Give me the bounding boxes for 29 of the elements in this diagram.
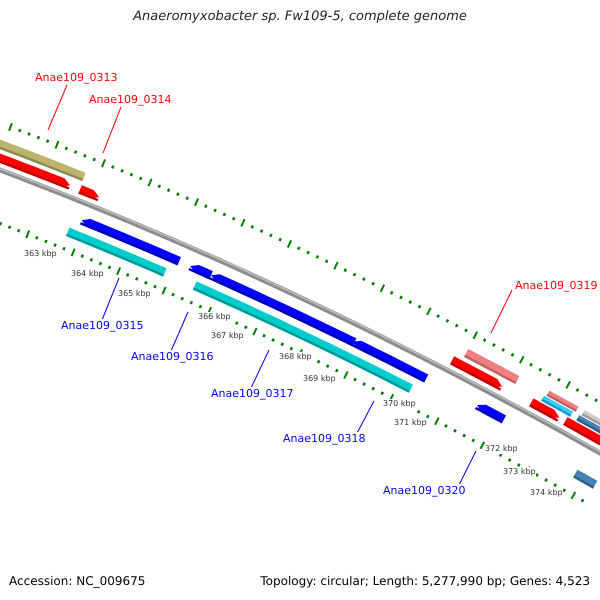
leader-line [102, 106, 122, 154]
gene-label: Anae109_0318 [283, 432, 366, 445]
scale-label: 366 kbp [198, 312, 231, 322]
gene-label: Anae109_0320 [383, 484, 466, 497]
scale-label: 373 kbp [503, 467, 536, 477]
gene-label: Anae109_0313 [35, 71, 118, 84]
scale-label: 365 kbp [118, 289, 151, 299]
gene-label: Anae109_0317 [211, 387, 294, 400]
scale-label: 368 kbp [279, 352, 312, 362]
leader-line [102, 278, 120, 320]
genome-stats: Topology: circular; Length: 5,277,990 bp; Genes: 4,523 [260, 574, 590, 589]
scale-label: 364 kbp [71, 269, 104, 279]
scale-label: 363 kbp [24, 249, 57, 259]
accession-label: Accession: NC_009675 [9, 574, 146, 589]
scale-label: 371 kbp [394, 418, 427, 428]
scale-label: 372 kbp [485, 444, 518, 454]
scale-label: 370 kbp [383, 399, 416, 409]
scale-label: 369 kbp [303, 374, 336, 384]
leader-line [170, 312, 188, 352]
gene-label: Anae109_0319 [515, 279, 598, 292]
gene-label: Anae109_0316 [131, 350, 214, 363]
scale-label: 374 kbp [530, 488, 563, 498]
gene-label: Anae109_0315 [61, 319, 144, 332]
leader-line [250, 350, 270, 388]
title: Anaeromyxobacter sp. Fw109-5, complete genome [132, 9, 468, 25]
leader-line [48, 84, 68, 130]
leader-line [490, 290, 512, 334]
scale-label: 367 kbp [211, 331, 244, 341]
gene-label: Anae109_0314 [89, 93, 172, 106]
